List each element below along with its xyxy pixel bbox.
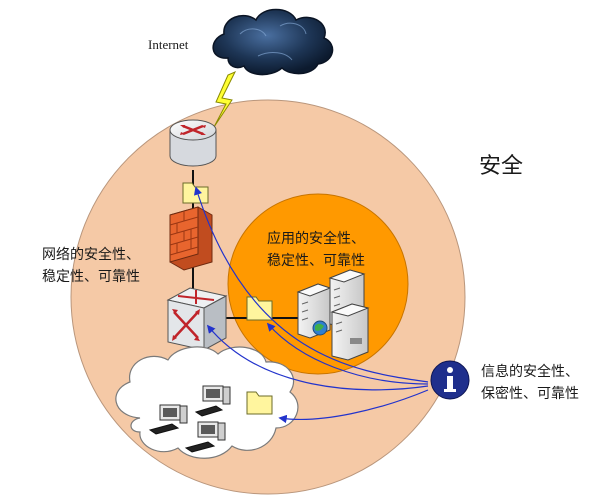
info-links xyxy=(194,186,429,424)
server-icon xyxy=(330,303,370,361)
security-label: 安全 xyxy=(479,154,524,179)
lightning-icon xyxy=(213,71,237,128)
firewall-icon xyxy=(169,206,213,271)
workstation-icon xyxy=(184,421,226,453)
network-security-label: 网络的安全性、 稳定性、可靠性 xyxy=(42,247,140,285)
internet-cloud-icon xyxy=(212,8,334,76)
workstation-icon xyxy=(148,404,188,435)
workstation-icon xyxy=(194,385,231,417)
application-security-label: 应用的安全性、 稳定性、可靠性 xyxy=(267,231,365,269)
folder-icon xyxy=(246,391,273,415)
globe-icon xyxy=(312,320,328,336)
information-security-label: 信息的安全性、 保密性、可靠性 xyxy=(481,364,579,402)
layer3-switch-icon xyxy=(166,287,228,351)
info-icon xyxy=(430,360,470,400)
folder-icon xyxy=(246,296,273,321)
router-icon xyxy=(169,119,217,167)
internet-label: Internet xyxy=(148,37,189,52)
